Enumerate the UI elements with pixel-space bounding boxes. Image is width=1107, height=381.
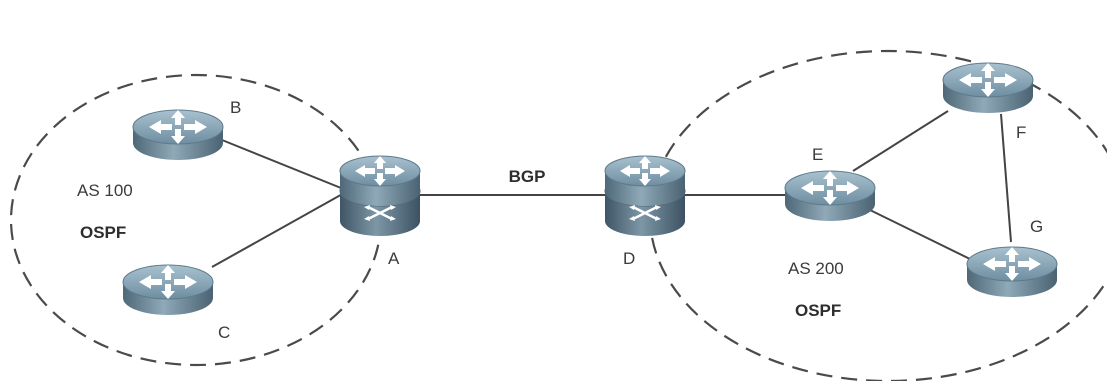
- link-f-g: [1000, 113, 1012, 243]
- router-icon: [122, 264, 214, 316]
- node-label-e: E: [812, 145, 823, 164]
- as200-region-boundary: [648, 49, 1107, 381]
- router-icon: [966, 246, 1058, 298]
- router-switch-d: [603, 154, 687, 238]
- node-label-c: C: [218, 323, 230, 342]
- bgp-link-label: BGP: [509, 167, 546, 186]
- router-g: [966, 246, 1058, 298]
- router-switch-a: [338, 154, 422, 238]
- router-icon: [132, 109, 224, 161]
- as100-protocol-label: OSPF: [80, 223, 126, 242]
- router-e: [784, 170, 876, 222]
- as200-protocol-label: OSPF: [795, 301, 841, 320]
- router-icon: [942, 62, 1034, 114]
- router-b: [132, 109, 224, 161]
- link-e-f: [852, 110, 949, 172]
- as100-label: AS 100: [77, 181, 133, 200]
- link-b-a: [221, 139, 347, 191]
- router-f: [942, 62, 1034, 114]
- router-icon: [784, 170, 876, 222]
- as200-label: AS 200: [788, 259, 844, 278]
- router-switch-icon: [603, 154, 687, 238]
- node-label-a: A: [388, 249, 400, 268]
- link-e-g: [869, 209, 973, 261]
- node-label-f: F: [1016, 123, 1026, 142]
- node-label-b: B: [230, 98, 241, 117]
- link-c-a: [211, 191, 347, 268]
- node-label-g: G: [1030, 217, 1043, 236]
- router-c: [122, 264, 214, 316]
- node-label-d: D: [623, 249, 635, 268]
- router-switch-icon: [338, 154, 422, 238]
